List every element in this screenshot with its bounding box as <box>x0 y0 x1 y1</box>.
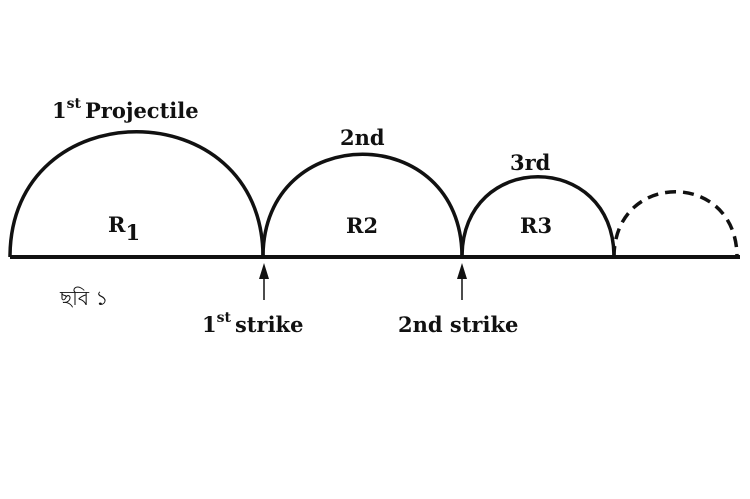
arrow-first-strike <box>259 263 269 300</box>
arc-third-projectile <box>460 175 616 258</box>
label-third: 3rd <box>510 150 551 175</box>
arc-next-projectile-dashed <box>612 190 739 258</box>
arrow-second-strike <box>457 263 467 300</box>
label-second: 2nd <box>340 125 385 150</box>
figure-caption: ছবি ১ <box>59 286 108 310</box>
label-second-strike: 2nd strike <box>398 312 518 337</box>
label-r3: R3 <box>520 213 552 238</box>
label-r1: R1 <box>108 212 140 245</box>
arc-first-projectile <box>8 130 265 258</box>
arc-second-projectile <box>261 152 464 258</box>
label-r2: R2 <box>346 213 378 238</box>
